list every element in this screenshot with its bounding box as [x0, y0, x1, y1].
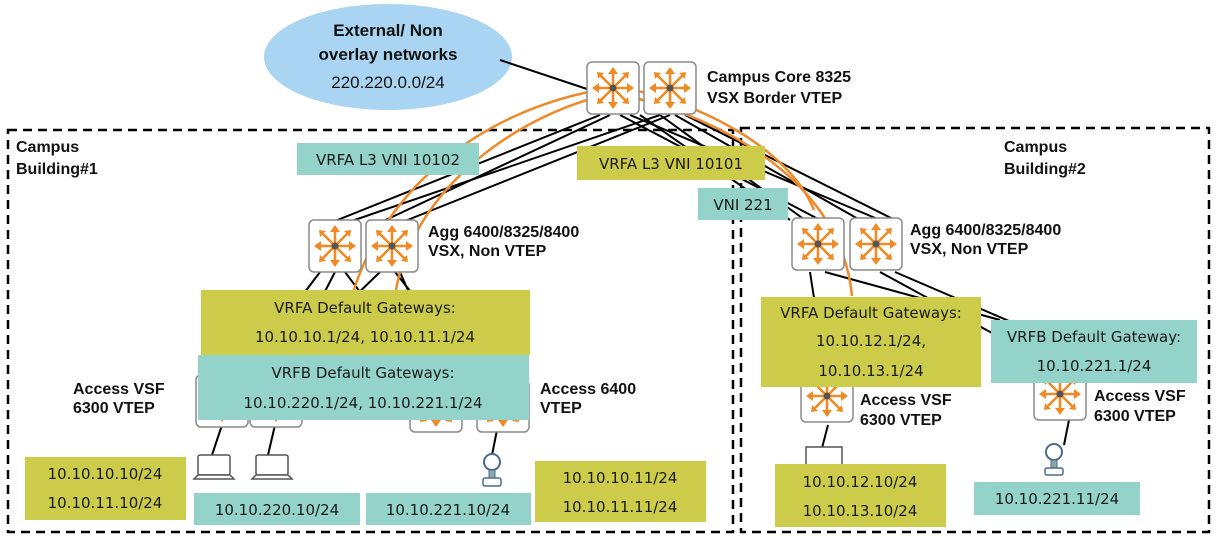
core-switch-2-icon [642, 60, 698, 116]
b1-host-b: 10.10.220.10/24 [215, 501, 339, 519]
b2-host-b: 10.10.221.11/24 [995, 490, 1119, 508]
core-label-line1: Campus Core 8325 [707, 69, 851, 86]
b1-agg-line2: VSX, Non VTEP [428, 243, 547, 260]
b1-host-d-line2: 10.10.11.11/24 [563, 498, 678, 516]
building2-title-line1: Campus [1004, 139, 1067, 156]
b1-host-d-line1: 10.10.10.11/24 [563, 469, 678, 487]
b2-access-right-line2: 6300 VTEP [1094, 408, 1176, 425]
building2-title-line2: Building#2 [1004, 161, 1086, 178]
external-network-cloud [264, 4, 512, 110]
building2-border [739, 126, 1211, 534]
b1-access-left-line1: Access VSF [73, 381, 165, 398]
b2-host-a-line2: 10.10.13.10/24 [803, 502, 918, 520]
b2-vrfb-gw-box [991, 320, 1197, 383]
b2-vni-box [698, 188, 788, 220]
b2-agg-line2: VSX, Non VTEP [910, 241, 1029, 258]
b2-host-b-box [974, 482, 1140, 515]
b1-vrfb-gw-title: VRFB Default Gateways: [271, 364, 454, 382]
building1-border [6, 128, 735, 534]
b1-vrfa-gw-title: VRFA Default Gateways: [274, 299, 456, 317]
b1-agg-line1: Agg 6400/8325/8400 [428, 224, 579, 241]
b2-vrfb-gw-title: VRFB Default Gateway: [1007, 328, 1181, 346]
b2-agg-switch-1-icon [790, 216, 846, 272]
b1-host-a-line2: 10.10.11.10/24 [48, 494, 163, 512]
b1-sensor-icon [482, 453, 502, 487]
cloud-line1: External/ Non [333, 21, 443, 40]
b1-host-d-box [535, 461, 706, 522]
b2-access-right-line1: Access VSF [1094, 388, 1186, 405]
b1-laptop-2-icon [251, 454, 293, 480]
b1-agg-switch-1-icon [307, 218, 363, 274]
b1-host-a-box [25, 457, 186, 520]
b1-access-right-line2: VTEP [540, 400, 582, 417]
b1-host-c-box [366, 493, 531, 525]
b2-vrfb-gw-value: 10.10.221.1/24 [1037, 357, 1152, 375]
b1-vrfa-gw-value: 10.10.10.1/24, 10.10.11.1/24 [255, 328, 475, 346]
b1-vrfa-gw-box [201, 290, 530, 355]
b2-agg-switch-2-icon [848, 216, 904, 272]
b2-host-a-box [775, 464, 946, 527]
b2-host-a-line1: 10.10.12.10/24 [803, 473, 918, 491]
b2-vrfa-l3-vni: VRFA L3 VNI 10101 [599, 155, 743, 173]
b2-vrfa-gw-box [761, 297, 981, 387]
b2-vrfa-gw-value2: 10.10.13.1/24 [818, 362, 923, 380]
b1-vrfa-l3-vni-box [297, 143, 479, 175]
b1-host-b-box [194, 493, 360, 525]
b2-vrfa-l3-vni-box [577, 146, 765, 180]
b2-sensor-icon [1044, 443, 1064, 476]
cloud-line2: overlay networks [319, 45, 458, 64]
building1-title-line2: Building#1 [16, 161, 98, 178]
b2-vrfa-gw-title: VRFA Default Gateways: [780, 304, 962, 322]
b2-vni: VNI 221 [713, 196, 772, 214]
core-switch-1-icon [585, 60, 641, 116]
b1-agg-switch-2-icon [364, 218, 420, 274]
core-label-line2: VSX Border VTEP [707, 90, 842, 107]
b1-host-c: 10.10.221.10/24 [386, 501, 510, 519]
b2-agg-line1: Agg 6400/8325/8400 [910, 222, 1061, 239]
b1-vrfa-l3-vni: VRFA L3 VNI 10102 [316, 151, 460, 169]
building1-title-line1: Campus [16, 139, 79, 156]
b1-access-right-line1: Access 6400 [540, 381, 636, 398]
b1-access-left-line2: 6300 VTEP [73, 400, 155, 417]
b2-access-left-line1: Access VSF [860, 392, 952, 409]
b1-vrfb-gw-box [198, 355, 529, 420]
b1-laptop-1-icon [193, 454, 235, 480]
cloud-subnet: 220.220.0.0/24 [331, 73, 444, 92]
b2-access-left-line2: 6300 VTEP [860, 412, 942, 429]
b1-vrfb-gw-value: 10.10.220.1/24, 10.10.221.1/24 [243, 394, 482, 412]
b2-vrfa-gw-value1: 10.10.12.1/24, [816, 332, 926, 350]
b1-host-a-line1: 10.10.10.10/24 [48, 465, 163, 483]
